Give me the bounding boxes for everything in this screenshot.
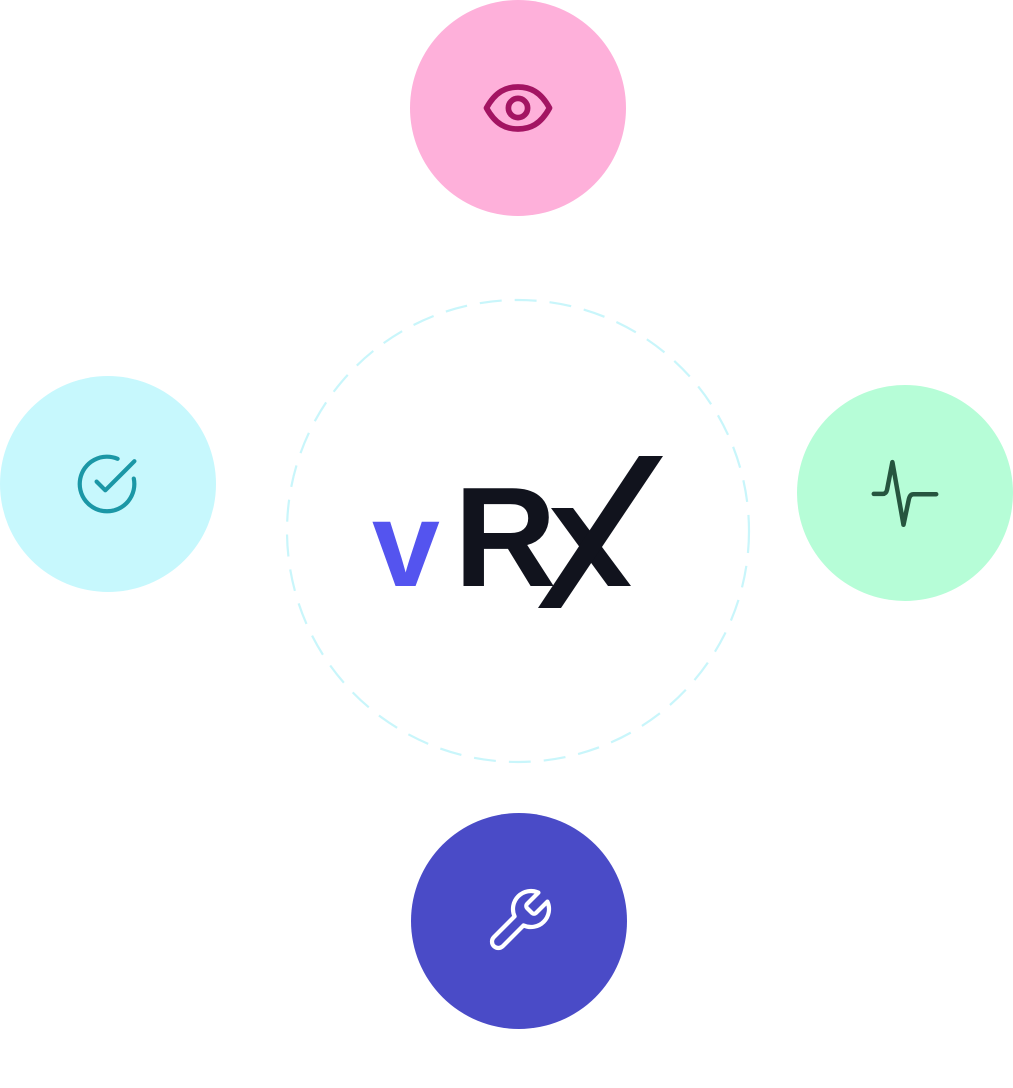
eye-node [410, 0, 626, 216]
logo-prefix-text: v [372, 476, 440, 608]
check-circle-node [0, 376, 216, 592]
activity-icon [871, 459, 939, 528]
activity-node [797, 385, 1013, 601]
wrench-icon [489, 888, 552, 951]
eye-icon [483, 84, 553, 132]
vrx-logo: v R [372, 456, 664, 608]
x-check-mark-icon [538, 456, 663, 608]
dashed-ring [285, 298, 751, 764]
wrench-node [411, 813, 627, 1029]
check-circle-icon [77, 454, 137, 514]
logo-suffix-text: R [454, 458, 557, 608]
